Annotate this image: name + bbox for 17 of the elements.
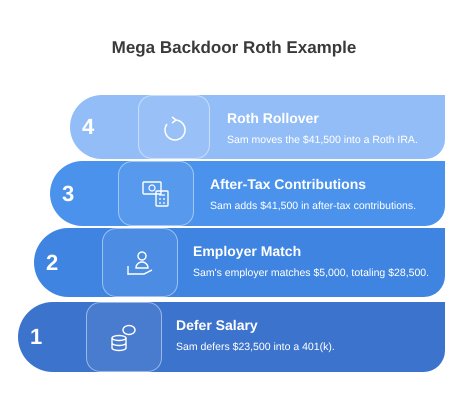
step-description: Sam defers $23,500 into a 401(k). (176, 340, 336, 354)
step-band (34, 228, 445, 297)
step-description: Sam adds $41,500 in after-tax contributions. (210, 199, 418, 213)
step-heading: Defer Salary (176, 317, 258, 333)
step-description: Sam moves the $41,500 into a Roth IRA. (227, 133, 419, 147)
step-band (50, 161, 445, 226)
step-band (70, 95, 445, 159)
step-heading: Roth Rollover (227, 110, 319, 126)
step-heading: Employer Match (193, 243, 302, 259)
title: Mega Backdoor Roth Example (110, 38, 358, 58)
step-number: 2 (46, 250, 58, 276)
step-number: 1 (30, 324, 42, 350)
step-description: Sam's employer matches $5,000, totaling $28,500. (193, 266, 430, 280)
step-heading: After-Tax Contributions (210, 176, 366, 192)
step-number: 4 (82, 114, 94, 140)
step-number: 3 (62, 180, 74, 206)
step-band (18, 302, 445, 372)
